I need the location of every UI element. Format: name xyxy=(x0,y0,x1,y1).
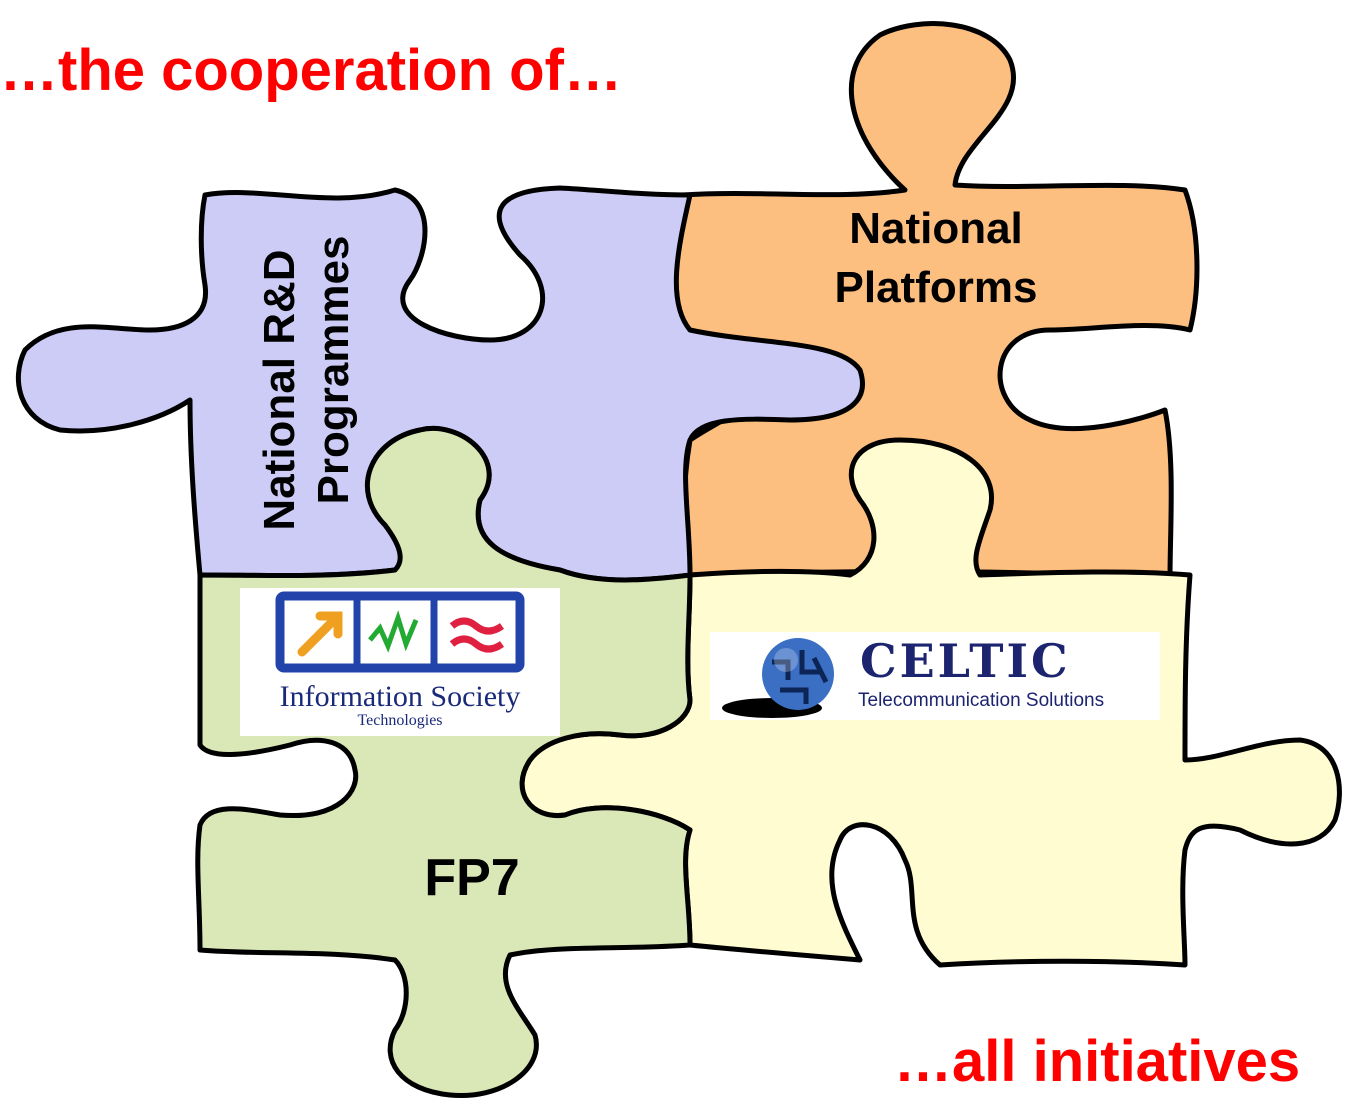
ist-logo-mark xyxy=(275,591,525,673)
approx-icon xyxy=(449,617,505,653)
ist-logo-subtitle: Technologies xyxy=(357,712,443,729)
top-heading: …the cooperation of… xyxy=(0,38,622,103)
arrow-icon xyxy=(297,611,343,657)
celtic-logo-name: CELTIC xyxy=(860,634,1071,688)
celtic-logo: CELTIC Telecommunication Solutions xyxy=(710,632,1160,720)
ist-logo-name: Information Society xyxy=(279,680,521,713)
wave-icon xyxy=(368,610,419,653)
label-national-rd-line1: National R&D xyxy=(255,249,304,530)
label-national-platforms-line1: National xyxy=(849,204,1023,253)
label-national-platforms-line2: Platforms xyxy=(835,263,1038,312)
celtic-logo-subtitle: Telecommunication Solutions xyxy=(858,690,1105,711)
ist-logo: Information Society Technologies xyxy=(240,588,560,736)
label-fp7: FP7 xyxy=(424,849,519,907)
label-national-rd-line2: Programmes xyxy=(309,235,358,504)
globe-icon xyxy=(722,638,834,718)
bottom-heading: …all initiatives xyxy=(894,1029,1301,1094)
